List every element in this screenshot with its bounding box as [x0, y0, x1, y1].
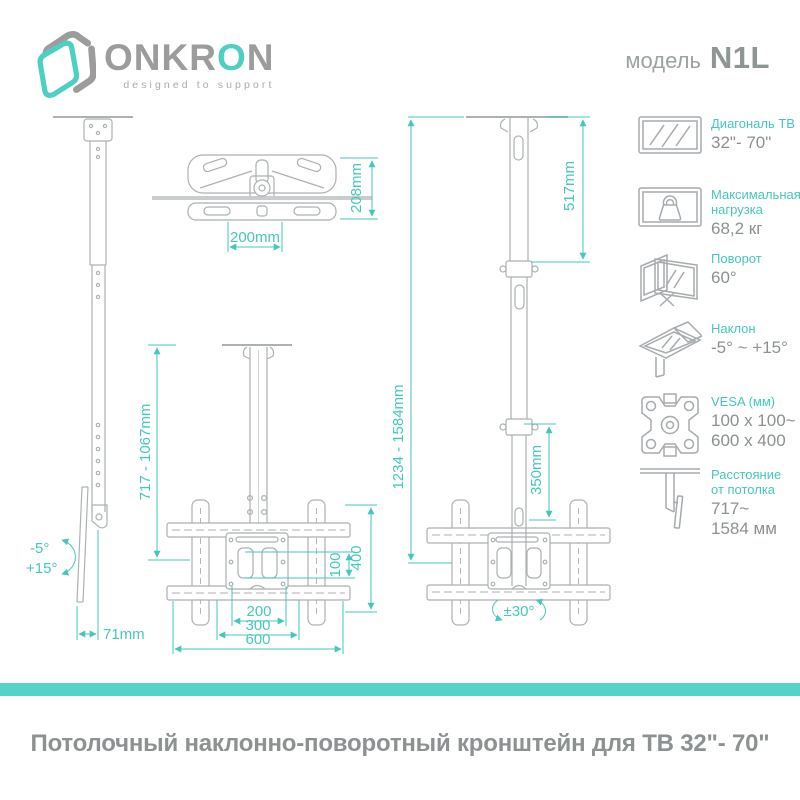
spec-label: Расстояние от потолка: [711, 467, 782, 497]
model-value: N1L: [709, 40, 770, 75]
spec-item-tilt: Наклон -5° ~ +15°: [638, 320, 798, 378]
dim-label-plate-depth: 208mm: [348, 163, 365, 213]
dim-label-tilt-down: +15°: [26, 560, 57, 577]
dim-label-vesa-100: 100: [327, 552, 344, 577]
max-load-icon: [638, 186, 702, 228]
vesa-icon: [638, 393, 702, 457]
spec-value: 32"- 70": [711, 133, 772, 152]
brand-logo: ONKRON designed to support: [32, 28, 274, 102]
model-label: модель: [625, 48, 701, 73]
product-title: Потолочный наклонно-поворотный кронштейн…: [30, 730, 770, 757]
technical-drawing: -5° +15° 71mm 208mm 200mm: [26, 116, 611, 654]
dim-label-upper-pole: 517mm: [561, 161, 578, 211]
dim-label-600: 600: [245, 631, 270, 648]
spec-value: -5° ~ +15°: [711, 338, 788, 357]
brand-name: ONKRON: [104, 37, 275, 78]
spec-label: Диагональ ТВ: [711, 116, 795, 131]
top-view-drawing: [152, 154, 372, 221]
spec-label: Поворот: [711, 251, 762, 266]
tv-diagonal-icon: [638, 115, 702, 155]
dim-label-tilt-up: -5°: [30, 540, 49, 557]
dim-label-plate-width: 200mm: [230, 229, 280, 246]
side-view-dimensions: [61, 530, 99, 640]
spec-label: Наклон: [711, 321, 756, 336]
spec-label: VESA (мм): [711, 394, 776, 409]
spec-item-tv-diagonal: Диагональ ТВ 32"- 70": [638, 115, 798, 155]
spec-item-max-load: Максимальная нагрузка 68,2 кг: [638, 186, 800, 239]
brand-tagline: designed to support: [123, 79, 275, 91]
dim-label-depth: 71mm: [103, 626, 145, 643]
front-view-drawing: [166, 344, 351, 626]
spec-value: 717~ 1584 мм: [711, 499, 777, 538]
onkron-cube-icon: [37, 30, 96, 98]
dim-label-200: 200: [246, 603, 271, 620]
extended-view-drawing: [426, 116, 611, 626]
model-badge: модель N1L: [625, 40, 770, 76]
dim-label-total-range: 1234 - 1584mm: [390, 384, 407, 489]
spec-value: 68,2 кг: [711, 219, 763, 238]
swivel-icon: [638, 250, 702, 308]
side-view-drawing: [53, 116, 133, 603]
spec-item-vesa: VESA (мм) 100 x 100~ 600 x 400: [638, 393, 798, 457]
dim-label-vesa-400: 400: [348, 545, 365, 570]
dim-label-swivel: ±30°: [504, 603, 535, 620]
front-view-dimensions: [148, 344, 377, 654]
accent-divider-bar: [0, 683, 800, 696]
spec-value: 100 x 100~ 600 x 400: [711, 411, 796, 450]
spec-value: 60°: [711, 268, 737, 287]
ceiling-distance-icon: [638, 466, 702, 530]
dim-label-300: 300: [245, 617, 270, 634]
spec-item-swivel: Поворот 60°: [638, 250, 798, 308]
spec-item-ceiling-distance: Расстояние от потолка 717~ 1584 мм: [638, 466, 798, 539]
dim-label-height-range: 717 - 1067mm: [137, 404, 154, 501]
dim-label-lower-pole: 350mm: [528, 445, 545, 495]
spec-label: Максимальная нагрузка: [711, 187, 800, 217]
top-view-dimensions: [227, 157, 378, 252]
extended-view-dimensions: [407, 116, 590, 622]
tilt-icon: [638, 320, 702, 378]
